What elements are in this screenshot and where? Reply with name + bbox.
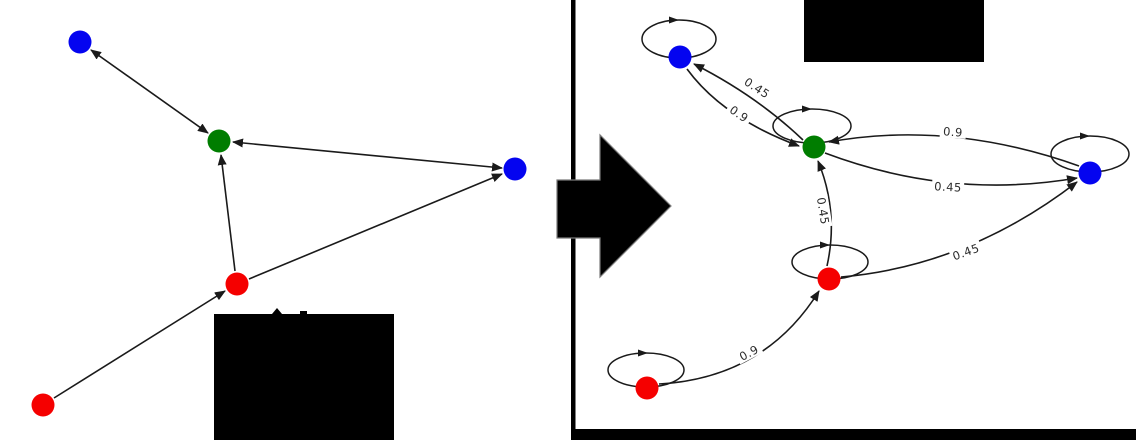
self-loop-arrowhead [669, 16, 679, 24]
weight-redmid-to-green: 0.45 [814, 196, 832, 225]
self-loop-arrowhead [638, 349, 648, 357]
edge-green-blueright-bidirectional [232, 138, 503, 172]
node-red-middle [817, 267, 841, 291]
left-graph [31, 30, 527, 440]
edge-bluetop-green-bidirectional [90, 49, 209, 134]
weight-green-to-blueright: 0.45 [934, 179, 962, 194]
edge-weight-label: 0.45 [931, 179, 965, 195]
node-blue-right [503, 157, 527, 181]
node-blue-right [1078, 161, 1102, 185]
edge-blueright-to-green [828, 134, 1080, 167]
edge-redbottom-to-redmid [53, 290, 226, 399]
caption-text-tip [272, 308, 282, 314]
edge-redmid-to-green [217, 154, 236, 272]
node-red-bottom [635, 376, 659, 400]
weight-blueright-to-green: 0.9 [943, 124, 964, 139]
self-loop-arrowhead [802, 105, 812, 113]
edge-green-to-bluetop [693, 63, 804, 141]
edge-weight-label: 0.45 [740, 73, 775, 102]
edge-redmid-to-green [817, 160, 833, 267]
redacted-region [804, 0, 984, 62]
node-red-bottom-left [31, 393, 55, 417]
bottom-border-bar [571, 429, 1136, 440]
edge-weight-label: 0.9 [734, 340, 764, 365]
caption-text-tip [300, 311, 307, 314]
right-graph: 0.45 0.9 0.9 0.45 0.45 0.45 0.9 [571, 0, 1136, 440]
node-red-middle [225, 272, 249, 296]
weight-redmid-to-blueright: 0.45 [951, 241, 982, 264]
edge-redbottom-to-redmid [658, 290, 820, 385]
edge-weight-label: 0.45 [814, 194, 833, 228]
node-blue-top [668, 45, 692, 69]
node-blue-top-left [68, 30, 92, 54]
transform-arrow-icon [556, 133, 672, 279]
self-loop-arrowhead [820, 241, 830, 249]
edge-redmid-to-blueright [840, 181, 1078, 278]
edge-weight-label: 0.9 [939, 124, 967, 140]
node-green-center [207, 129, 231, 153]
self-loop-arrowhead [1080, 132, 1090, 140]
edge-weight-label: 0.45 [948, 239, 984, 264]
redacted-region [214, 314, 394, 440]
node-green [802, 135, 826, 159]
edge-redmid-to-blueright [248, 173, 503, 280]
